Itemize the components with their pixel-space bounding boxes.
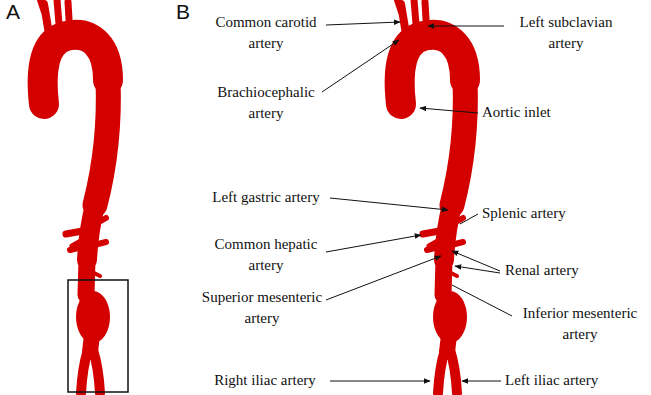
artery-label: Inferior mesenteric artery <box>514 303 646 345</box>
artery-label: Left subclavian artery <box>508 12 624 54</box>
artery-label: Left gastric artery <box>196 187 336 208</box>
artery-label: Common hepatic artery <box>208 234 324 276</box>
leader-lines <box>322 22 512 381</box>
artery-label: Superior mesenteric artery <box>196 287 328 329</box>
artery-label: Renal artery <box>505 260 615 281</box>
artery-label: Splenic artery <box>482 203 602 224</box>
artery-label: Right iliac artery <box>200 370 330 391</box>
panel-letter: A <box>6 0 36 24</box>
panel-letter: B <box>176 0 206 24</box>
artery-label: Brachiocephalic artery <box>208 82 324 124</box>
aneurysm-box <box>68 280 128 392</box>
artery-label: Aortic inlet <box>482 102 592 123</box>
artery-label: Left iliac artery <box>505 370 635 391</box>
artery-label: Common carotid artery <box>208 12 324 54</box>
